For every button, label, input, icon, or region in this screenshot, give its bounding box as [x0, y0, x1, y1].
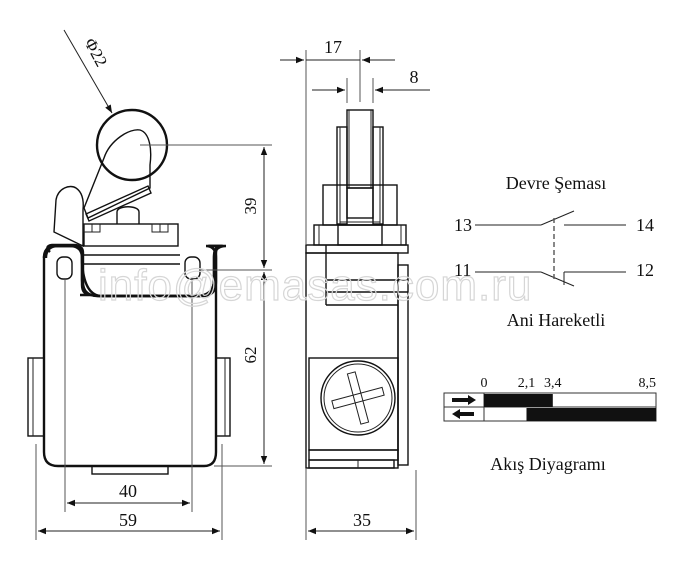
terminal-13: 13: [454, 215, 472, 235]
lever-pivot: [53, 185, 84, 248]
body-cap-side: [305, 244, 409, 254]
front-view: [27, 108, 231, 475]
travel-diagram: 0 2,1 3,4 8,5: [443, 376, 657, 422]
roller-side: [346, 109, 374, 189]
no-contact-blade: [540, 210, 575, 226]
travel-bar-return: [526, 408, 656, 421]
arrow-left-icon: [452, 409, 474, 419]
dim-total-width: 59: [119, 510, 137, 530]
terminal-14: 14: [636, 215, 654, 235]
travel-tick-label: 2,1: [518, 376, 536, 391]
diameter-leader: [63, 29, 113, 114]
circuit-title: Devre Şeması: [506, 173, 606, 193]
mount-slot-left: [56, 256, 73, 280]
cross-icon: [331, 371, 385, 425]
fork-right: [372, 126, 384, 225]
lever-arm: [83, 129, 152, 219]
cable-entry-right: [215, 357, 231, 437]
head-base-side: [313, 224, 407, 246]
head-notch-right-inner: [159, 223, 169, 233]
head-base: [83, 223, 179, 247]
dim-depth: 35: [353, 510, 371, 530]
head-core-side: [346, 187, 374, 219]
circuit-subtitle: Ani Hareketli: [507, 310, 605, 330]
dim-actuator-height: 39: [241, 198, 260, 215]
travel-tick-label: 8,5: [639, 376, 657, 391]
side-dimensions: 17 8 35: [280, 37, 430, 540]
dim-body-height: 62: [241, 347, 260, 364]
bottom-foot: [91, 465, 169, 475]
side-view: [305, 109, 409, 469]
travel-title: Akış Diyagramı: [490, 454, 605, 474]
lever-arm-edge: [85, 185, 152, 222]
foot-side: [308, 459, 395, 469]
circuit-diagram: Devre Şeması 13 14 11 12 Ani Hareketli: [454, 173, 654, 330]
head-block-side: [322, 184, 398, 226]
fork-left: [336, 126, 348, 225]
mount-slot-right: [184, 256, 201, 280]
dim-roller-width: 8: [410, 67, 419, 87]
travel-tick-label: 0: [481, 376, 488, 391]
terminal-11: 11: [454, 260, 471, 280]
cover-screw: [320, 360, 396, 436]
head-notch-left-inner: [91, 223, 101, 233]
plunger: [116, 206, 140, 224]
travel-tick-label: 3,4: [544, 376, 562, 391]
dim-roller-offset: 17: [324, 37, 342, 57]
watermark: info@emasas.com.ru: [98, 261, 532, 310]
terminal-12: 12: [636, 260, 654, 280]
cable-entry-left: [27, 357, 45, 437]
nc-contact-blade: [540, 271, 575, 287]
travel-bar-forward: [484, 394, 553, 407]
dim-roller-diameter: Φ22: [80, 35, 111, 70]
arrow-right-icon: [452, 395, 476, 405]
dim-mount-spacing: 40: [119, 481, 137, 501]
